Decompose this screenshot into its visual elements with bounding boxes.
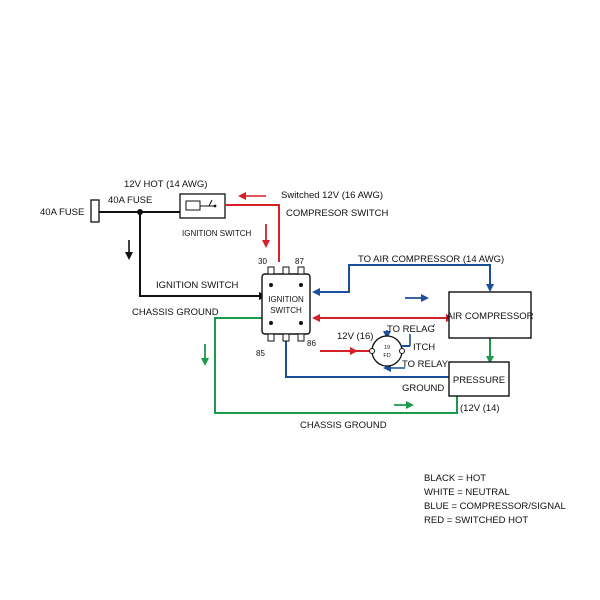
relay-terminal-85 (267, 333, 275, 342)
relay-terminal-center (282, 266, 290, 275)
pin-85-label: 85 (256, 349, 265, 358)
relay-terminal-87 (297, 266, 305, 275)
ground-label: GROUND (402, 383, 444, 394)
fuse-40a-top-label: 40A FUSE (108, 195, 152, 206)
relay-screw (299, 283, 303, 287)
compressor-switch-icon: 19 FD (369, 335, 405, 367)
legend-item: RED = SWITCHED HOT (424, 515, 528, 526)
pin-30-label: 30 (258, 257, 267, 266)
hot-12v-label: 12V HOT (14 AWG) (124, 179, 207, 190)
pin-87-label: 87 (295, 257, 304, 266)
legend-item: BLACK = HOT (424, 473, 486, 484)
to-air-compressor-label: TO AIR COMPRESSOR (14 AWG) (358, 254, 504, 265)
ignition-switch-box-label: IGNITION SWITCH (182, 229, 252, 238)
relay: IGNITION SWITCH (261, 266, 311, 342)
relay-terminal-86 (297, 333, 305, 342)
chassis-ground-bottom-label: CHASSIS GROUND (300, 420, 387, 431)
to-air-compressor-wire (318, 264, 491, 293)
legend-item: WHITE = NEUTRAL (424, 487, 510, 498)
v12-14-label: (12V (14) (460, 403, 500, 414)
fuse-icon (90, 199, 100, 223)
relay-screw (299, 321, 303, 325)
ignition-switch-wire-label: IGNITION SWITCH (156, 280, 238, 291)
relay-label-line1: IGNITION (268, 295, 304, 304)
pressure-label: PRESSURE (453, 375, 505, 386)
legend-item: BLUE = COMPRESSOR/SIGNAL (424, 501, 566, 512)
pressure-switch-box (448, 361, 510, 397)
fuse-40a-left-label: 40A FUSE (40, 207, 84, 218)
relay-label-line2: SWITCH (270, 306, 302, 315)
chassis-ground-top-label: CHASSIS GROUND (132, 307, 219, 318)
to-relay-top-label: TO RELAƓ (387, 324, 435, 335)
to-relay-label: TO RELAY (402, 359, 449, 370)
switch-glyph-top: 19 (384, 345, 390, 351)
itch-label: ITCH (413, 342, 435, 353)
pin-86-label: 86 (307, 339, 316, 348)
relay-terminal-30 (267, 266, 275, 275)
key-switch-icon (185, 199, 217, 211)
junction-dot (137, 209, 143, 215)
relay-screw (269, 321, 273, 325)
compressor-switch-label: COMPRESOR SWITCH (286, 208, 389, 219)
switch-glyph-bottom: FD (383, 353, 390, 359)
relay-to-pressure-blue (285, 336, 449, 378)
chassis-ground-wire (214, 317, 458, 414)
relay-terminal-bottom (282, 333, 290, 342)
v12-16-label: 12V (16) (337, 331, 373, 342)
relay-screw (269, 283, 273, 287)
color-legend: BLACK = HOT WHITE = NEUTRAL BLUE = COMPR… (424, 473, 566, 526)
air-compressor-label: AIR COMPRESSOR (446, 311, 533, 322)
air-compressor-box (448, 291, 532, 339)
ignition-switch-wire (139, 212, 258, 297)
switched-12v-label: Switched 12V (16 AWG) (281, 190, 383, 201)
relay-body (261, 273, 311, 335)
switched-12v-wire (225, 204, 280, 262)
